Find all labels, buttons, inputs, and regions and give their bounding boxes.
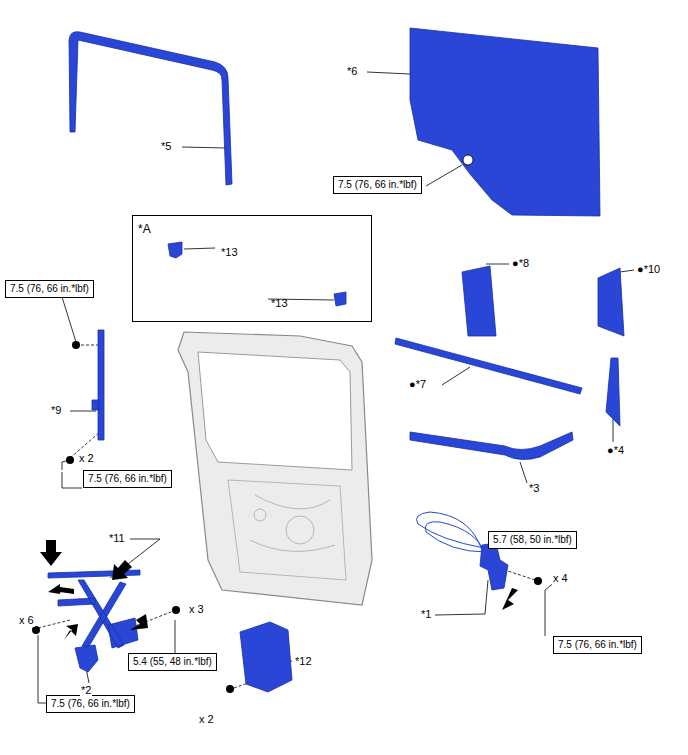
label-holder: x 2 [198,713,215,726]
callout-number: *6 [346,65,358,78]
callout-number: ●*8 [511,257,530,270]
label-holder: *11 [108,532,126,545]
callout-number: ●*4 [606,444,625,457]
label-holder: *9 [50,404,62,417]
torque-spec-box: 5.4 (55, 48 in.*lbf) [128,653,217,671]
torque-spec-box: 7.5 (76, 66 in.*lbf) [553,636,642,654]
callout-number: *12 [294,655,313,668]
label-holder: ●*4 [606,444,625,457]
callout-number: *3 [528,482,540,495]
door-glass [410,28,600,216]
callout-number: *13 [221,246,238,258]
torque-spec-box: 7.5 (76, 66 in.*lbf) [83,470,172,488]
label-holder: ●*7 [408,378,427,391]
clip [168,242,182,258]
quantity-label: x 4 [552,572,569,585]
rear-lower-channel [92,330,104,440]
label-holder: *12 [294,655,313,668]
view-label: *A [138,222,151,236]
label-holder: *3 [528,482,540,495]
run-channel [69,32,232,185]
blue-parts [48,28,624,692]
torque-spec-box: 5.7 (58, 50 in.*lbf) [488,531,577,549]
torque-value: 7.5 (76, 66 in.*lbf) [88,473,167,484]
torque-spec-box: 7.5 (76, 66 in.*lbf) [333,176,422,194]
torque-value: 5.7 (58, 50 in.*lbf) [493,534,572,545]
label-holder: x 3 [188,603,205,616]
view-frame: *A *13 *13 [132,215,372,322]
label-holder: ●*8 [511,257,530,270]
door-panel [178,332,372,605]
callout-number: ●*7 [408,378,427,391]
rear-weatherstrip [606,358,620,426]
label-holder: *2 [80,684,92,697]
service-cover [240,622,292,692]
bolt-axis [38,142,535,688]
label-holder: *6 [346,65,358,78]
label-holder: *5 [160,140,172,153]
callout-number: ●*10 [636,263,661,276]
text-holder: *13 [221,242,238,260]
torque-spec-box: 7.5 (76, 66 in.*lbf) [46,695,135,713]
door-inner-detail [228,480,346,580]
quantity-label: x 3 [188,603,205,616]
inner-weatherstrip [410,432,573,460]
bolt-symbols [32,341,542,693]
text-holder: *13 [271,293,288,311]
door-window-opening [198,352,352,470]
callout-number: *13 [271,297,288,309]
weatherstrip-rear [598,268,624,336]
weatherstrip-front [462,266,496,336]
outer-weatherstrip [395,338,582,394]
callout-number: *9 [50,404,62,417]
callout-number: *2 [80,684,92,697]
torque-value: 5.4 (55, 48 in.*lbf) [133,656,212,667]
label-holder: ●*10 [636,263,661,276]
callout-number: *5 [160,140,172,153]
label-holder: x 4 [552,572,569,585]
quantity-label: x 2 [198,713,215,726]
label-holder: x 6 [18,614,35,627]
callout-number: *1 [420,608,432,621]
regulator-motor [75,645,98,672]
label-holder: x 2 [78,452,95,465]
window-regulator [48,570,140,648]
label-holder: *1 [420,608,432,621]
torque-spec-box: 7.5 (76, 66 in.*lbf) [5,280,94,298]
clip [334,292,346,306]
text-holder: *A [138,219,151,237]
quantity-label: x 2 [78,452,95,465]
torque-value: 7.5 (76, 66 in.*lbf) [338,179,417,190]
callout-number: *11 [108,532,126,545]
torque-value: 7.5 (76, 66 in.*lbf) [51,698,130,709]
bolt [463,155,473,165]
torque-value: 7.5 (76, 66 in.*lbf) [10,283,89,294]
lock-cables [417,512,487,556]
quantity-label: x 6 [18,614,35,627]
hand-arrows [40,540,518,640]
torque-value: 7.5 (76, 66 in.*lbf) [558,639,637,650]
